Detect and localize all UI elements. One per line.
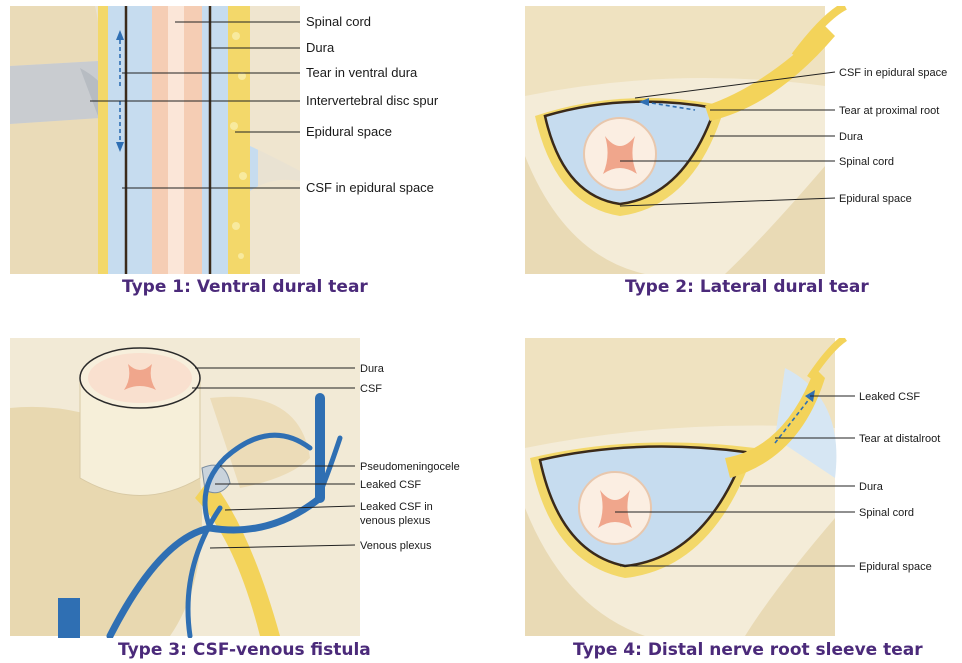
panel-type-2: CSF in epidural space Tear at proximal r… [525,6,955,276]
label-tear-proximal-root: Tear at proximal root [839,105,939,117]
label-epidural-space: Epidural space [306,124,392,139]
type-2-illustration: CSF in epidural space Tear at proximal r… [525,6,955,276]
label-leaked-csf: Leaked CSF [859,391,920,403]
lamina-upper [250,6,300,171]
type-4-illustration: Leaked CSF Tear at distalroot Dura Spina… [525,338,955,638]
spinal-cord-center [168,6,184,274]
label-leaked-csf-venous-1: Leaked CSF in [360,501,433,513]
label-leaked-csf-venous-2: venous plexus [360,515,431,527]
lamina-lower [250,180,300,274]
caption-type-4: Type 4: Distal nerve root sleeve tear [573,640,923,660]
label-venous-plexus: Venous plexus [360,540,432,552]
type-1-illustration: Spinal cord Dura Tear in ventral dura In… [10,6,480,276]
label-spinal-cord: Spinal cord [306,14,371,29]
label-tear-ventral-dura: Tear in ventral dura [306,65,418,80]
caption-type-1: Type 1: Ventral dural tear [122,277,368,297]
label-dura: Dura [859,481,884,493]
label-spinal-cord: Spinal cord [859,507,914,519]
label-dura: Dura [360,363,385,375]
label-disc-spur: Intervertebral disc spur [306,93,439,108]
vertebral-body-upper [10,6,99,66]
panel-type-1: Spinal cord Dura Tear in ventral dura In… [10,6,480,276]
vein-trunk [58,598,80,638]
label-dura: Dura [839,131,864,143]
label-csf-epidural: CSF in epidural space [839,67,947,79]
label-leaked-csf: Leaked CSF [360,479,421,491]
caption-type-3: Type 3: CSF-venous fistula [118,640,371,660]
label-spinal-cord: Spinal cord [839,156,894,168]
label-tear-distal-root: Tear at distalroot [859,433,940,445]
caption-type-2: Type 2: Lateral dural tear [625,277,869,297]
panel-type-4: Leaked CSF Tear at distalroot Dura Spina… [525,338,955,638]
label-epidural-space: Epidural space [839,193,912,205]
label-dura: Dura [306,40,335,55]
label-epidural-space: Epidural space [859,561,932,573]
epidural-fat-ventral [98,6,108,274]
vertebral-body-lower [10,118,103,274]
type-3-illustration: Dura CSF Pseudomeningocele Leaked CSF Le… [10,338,480,638]
label-csf-epidural: CSF in epidural space [306,180,434,195]
label-csf: CSF [360,383,382,395]
label-pseudomeningocele: Pseudomeningocele [360,461,460,473]
epidural-fat-dorsal [228,6,250,274]
panel-type-3: Dura CSF Pseudomeningocele Leaked CSF Le… [10,338,480,638]
